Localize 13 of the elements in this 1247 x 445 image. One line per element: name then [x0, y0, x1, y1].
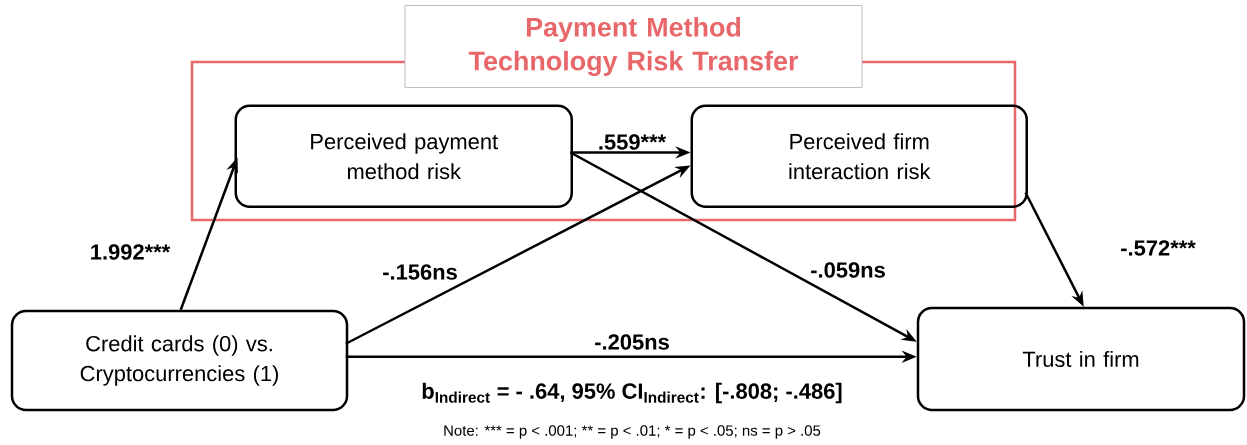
edge-label: .559***: [599, 134, 667, 150]
edge-label: -.205ns: [595, 334, 669, 350]
edge-label: -.156ns: [383, 264, 457, 280]
process-box: Trust in firm: [916, 306, 1246, 412]
result-text: b$_{Indirect}$ = - .64, 95% CI$_{Indirect}$: [-.808; -.486]: [422, 382, 842, 404]
process-box: Perceived payment method risk: [234, 104, 573, 208]
edge-label: -.059ns: [811, 262, 885, 278]
edge-label: -.572***: [1121, 240, 1196, 256]
note-text: Note: *** = p < .001; ** = p < .01; * = p < .05; ns = p > .05: [444, 425, 821, 439]
edge-label: 1.992***: [91, 244, 171, 260]
group-title: Payment Method Technology Risk Transfer: [404, 5, 863, 88]
process-box: Perceived firm interaction risk: [690, 104, 1028, 208]
process-box: Credit cards (0) vs. Cryptocurrencies (1): [10, 309, 349, 412]
